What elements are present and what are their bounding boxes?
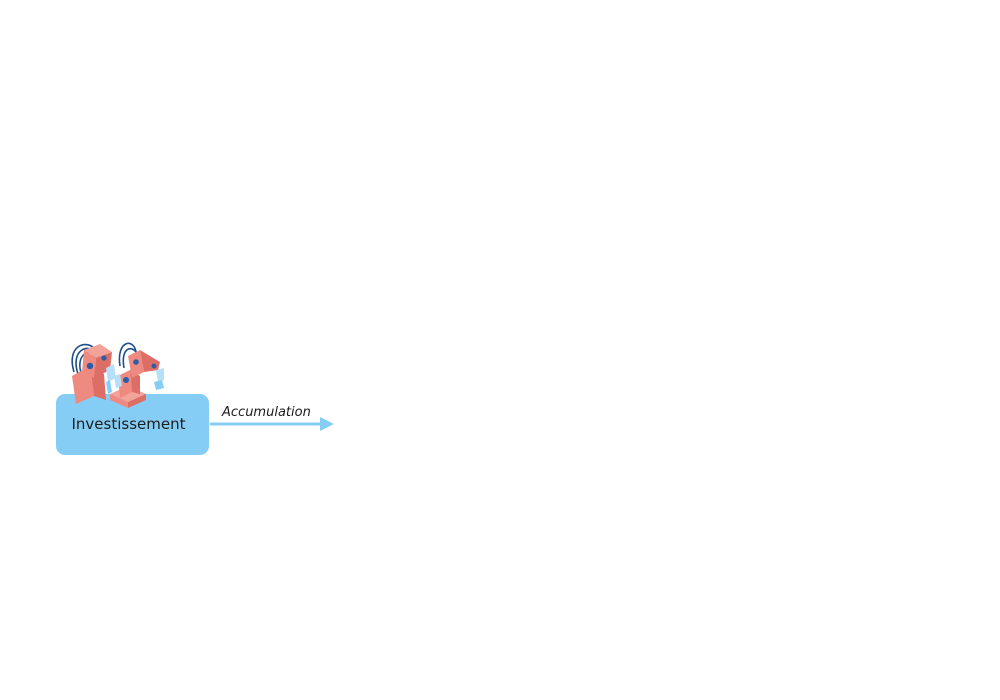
accumulation-arrow [210,417,334,431]
industrial-robot-arms-icon [71,342,164,408]
accumulation-label: Accumulation [222,405,311,420]
investissement-label: Investissement [71,415,186,433]
